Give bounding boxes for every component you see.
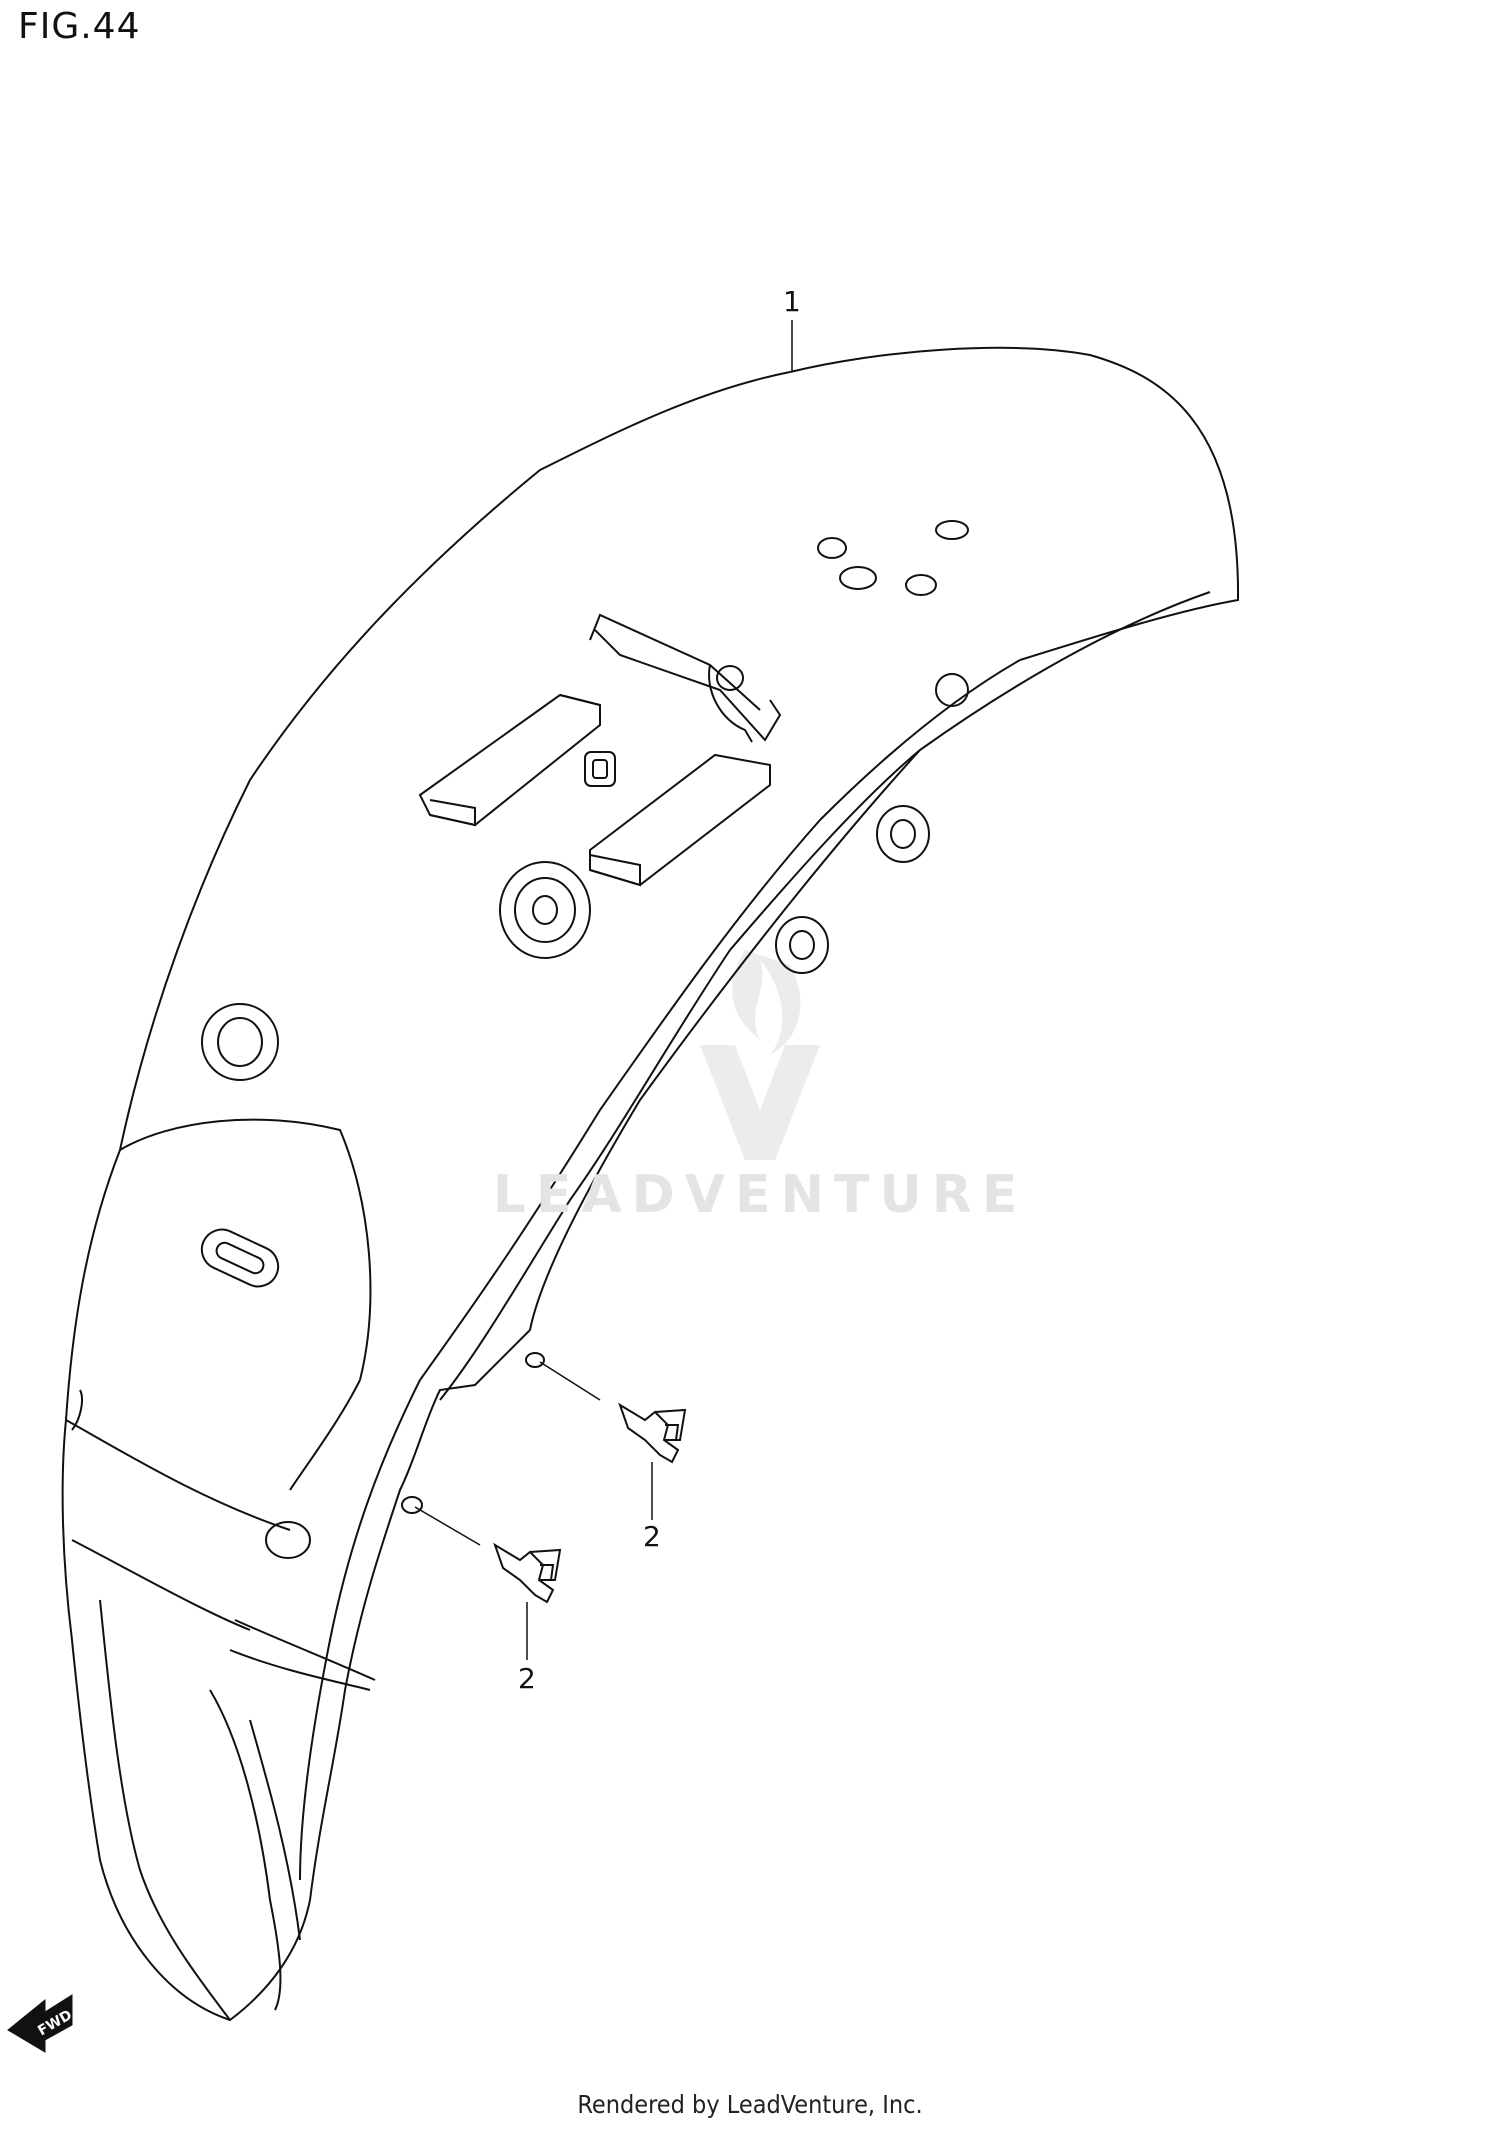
watermark-text: LEADVENTURE [492,1165,1028,1225]
rear-fender [61,346,1240,2022]
bolt-lower [493,1542,562,1604]
callout-part-1: 1 [783,285,801,318]
fwd-arrow-icon: FWD [7,1994,75,2053]
fender-holes [200,520,969,1559]
leader-lines [414,320,793,1660]
fender-pads [418,693,771,887]
figure-title: FIG.44 [18,6,141,47]
callout-part-2-lower: 2 [518,1662,536,1695]
callout-part-2-upper: 2 [643,1520,661,1553]
watermark-logo [700,950,820,1160]
footer-credit: Rendered by LeadVenture, Inc. [577,2090,923,2119]
bolt-upper [618,1402,687,1464]
